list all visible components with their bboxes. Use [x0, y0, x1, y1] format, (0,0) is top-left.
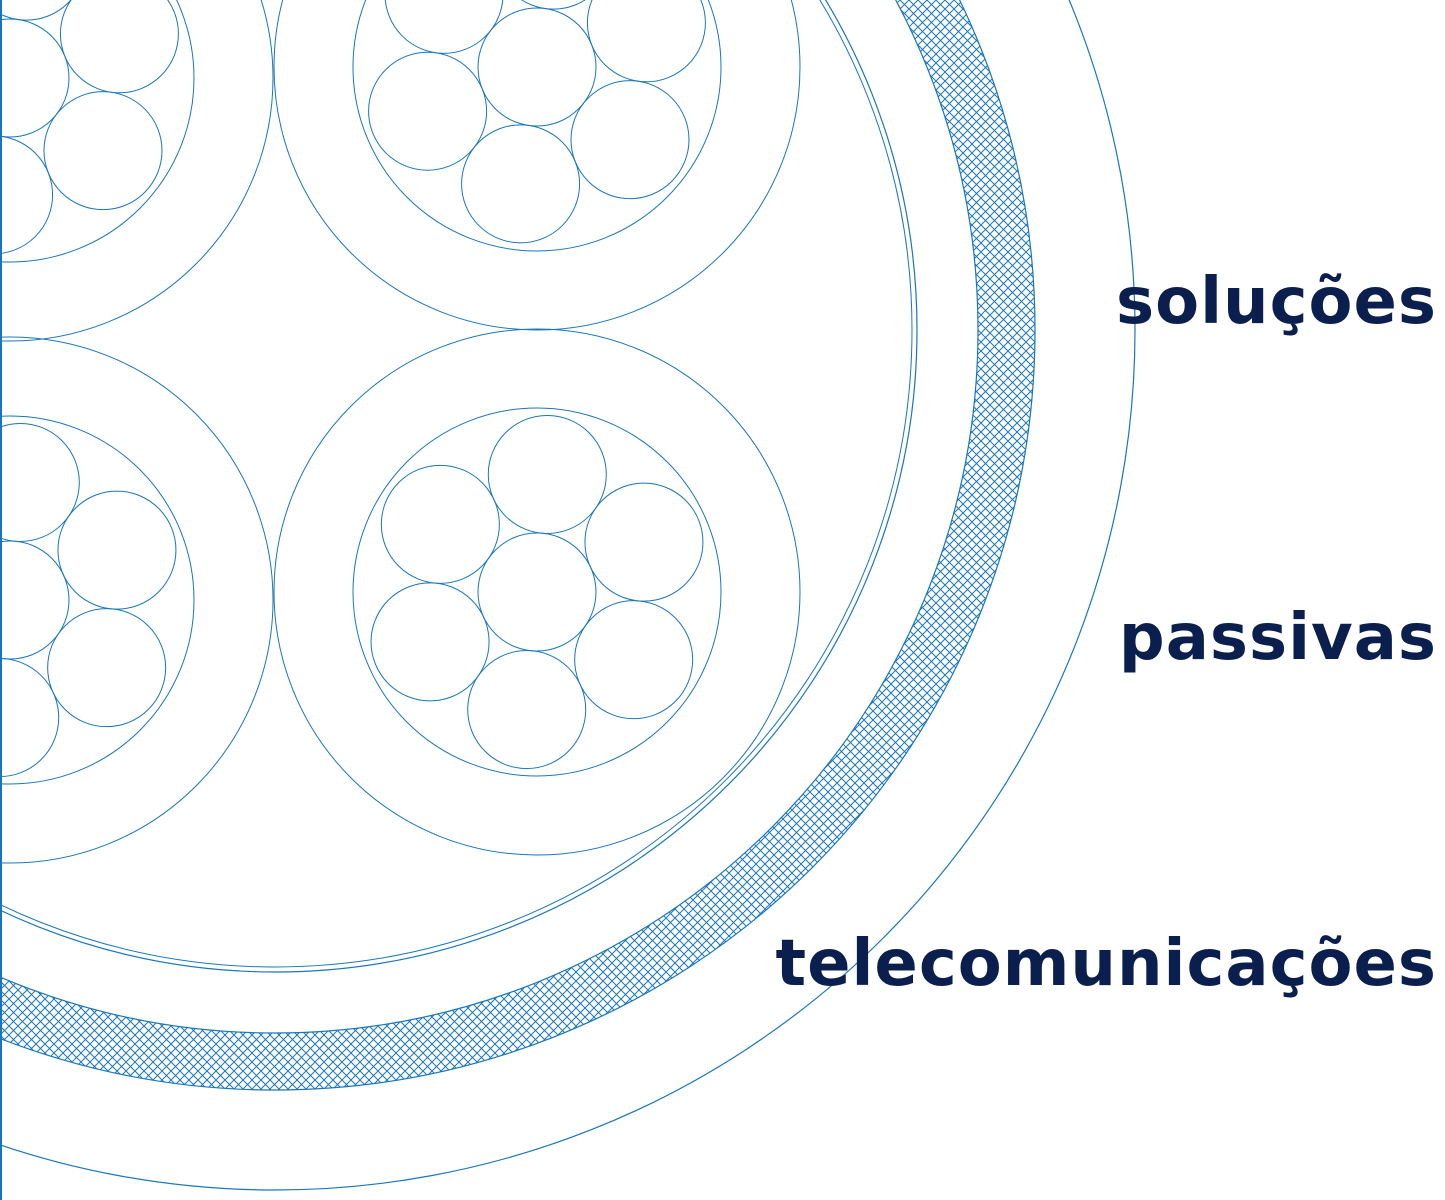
- strand-circle: [0, 0, 72, 21]
- strand-circle: [0, 135, 54, 254]
- strand-circle: [574, 600, 694, 720]
- strand-circle: [0, 18, 70, 138]
- strand-circle: [520, 0, 586, 10]
- strand-circle: [384, 0, 504, 54]
- cable-cores: [0, 0, 801, 864]
- strand-circle: [467, 650, 587, 770]
- outer-sheath-circle: [0, 0, 1136, 1191]
- headline-word-solucoes: soluções: [1116, 265, 1437, 339]
- core-insulation-circle: [0, 0, 274, 342]
- strand-circle: [477, 532, 597, 652]
- strand-circle: [59, 0, 179, 94]
- strand-circle: [43, 91, 163, 211]
- inner-jacket-circle: [0, 0, 918, 973]
- strand-circle: [0, 422, 80, 542]
- core-bundle-circle: [0, 415, 195, 785]
- strand-circle: [584, 482, 704, 602]
- core-insulation-circle: [273, 0, 801, 331]
- strand-circle: [487, 414, 607, 534]
- braided-shield-ring: [0, 0, 1036, 1091]
- strand-circle: [370, 582, 490, 702]
- strand-circle: [461, 124, 581, 244]
- core-bundle-circle: [352, 0, 722, 252]
- headline-word-passivas: passivas: [1118, 601, 1437, 675]
- headline-word-telecomunicacoes: telecomunicações: [775, 927, 1437, 1001]
- strand-circle: [47, 608, 167, 728]
- core-bundle-circle: [0, 0, 195, 263]
- core-insulation-circle: [273, 328, 801, 856]
- inner-jacket-circle-inner: [0, 0, 913, 968]
- cable-layers: [0, 0, 1136, 1191]
- core-insulation-circle: [0, 336, 274, 864]
- strand-circle: [380, 464, 500, 584]
- strand-circle: [0, 658, 60, 778]
- strand-circle: [368, 51, 488, 171]
- strand-circle: [570, 80, 690, 200]
- strand-circle: [586, 0, 706, 83]
- strand-circle: [57, 490, 177, 610]
- core-bundle-circle: [352, 407, 722, 777]
- strand-circle: [477, 7, 597, 127]
